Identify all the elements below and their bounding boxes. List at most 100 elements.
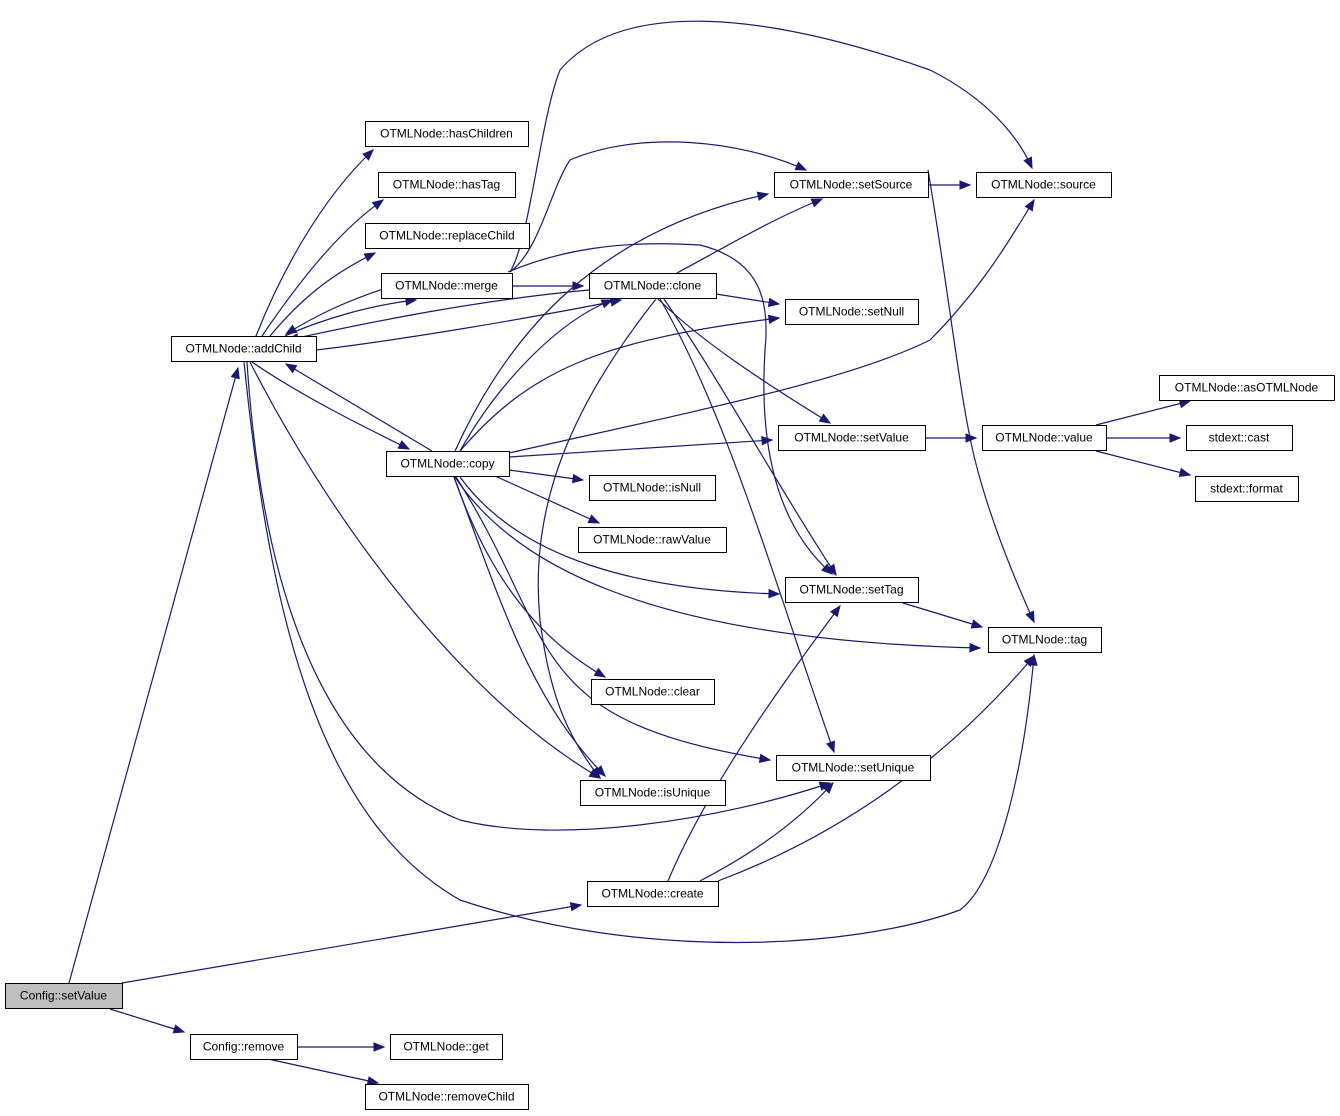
node-label: OTMLNode::setValue [794, 431, 909, 445]
node-setSource[interactable]: OTMLNode::setSource [774, 172, 929, 198]
edge-arrowhead [1023, 156, 1033, 170]
edge-copy-to-setValue [508, 435, 774, 458]
edge-arrowhead [230, 366, 240, 380]
edge-arrowhead [1025, 610, 1035, 624]
node-label: Config::setValue [20, 989, 107, 1003]
edge-setSource-to-source [928, 180, 972, 190]
edge-addChild-to-replaceChild [269, 252, 377, 337]
edge-line [284, 299, 417, 337]
node-label: OTMLNode::tag [1002, 633, 1087, 647]
edge-line [507, 243, 833, 575]
edge-arrowhead [284, 324, 298, 335]
edge-arrowhead [593, 667, 607, 678]
edge-arrowhead [959, 180, 972, 190]
node-box [1195, 476, 1299, 502]
edge-arrowhead [363, 252, 377, 262]
node-label: OTMLNode::merge [395, 279, 498, 293]
edge-line [267, 1058, 379, 1084]
node-label: OTMLNode::setSource [790, 178, 913, 192]
edge-layer [68, 20, 1192, 1086]
edge-line [508, 469, 584, 481]
edge-clone-to-setUnique [659, 298, 835, 754]
edge-setValue-to-value [925, 433, 978, 443]
node-addChild[interactable]: OTMLNode::addChild [171, 336, 317, 362]
node-setValueCfg[interactable]: Config::setValue [5, 983, 123, 1009]
edge-addChild-to-hasTag [261, 199, 385, 337]
node-label: OTMLNode::setUnique [792, 761, 915, 775]
edge-arrowhead [965, 433, 978, 443]
edge-line [927, 169, 1035, 623]
edge-line [453, 476, 606, 777]
edge-line [251, 361, 410, 450]
node-tag[interactable]: OTMLNode::tag [988, 627, 1102, 653]
edge-line [315, 299, 622, 351]
node-format[interactable]: stdext::format [1195, 476, 1299, 502]
node-isUnique[interactable]: OTMLNode::isUnique [580, 780, 726, 806]
edge-arrowhead [571, 473, 585, 484]
node-source[interactable]: OTMLNode::source [976, 172, 1112, 198]
node-hasChildren[interactable]: OTMLNode::hasChildren [365, 121, 529, 147]
edge-merge-to-setSource [509, 141, 808, 273]
edge-arrowhead [969, 643, 982, 653]
edge-line [508, 439, 773, 458]
edge-arrowhead [589, 766, 601, 780]
node-clone[interactable]: OTMLNode::clone [589, 273, 717, 299]
edge-copy-to-addChild [284, 363, 433, 452]
edge-copy-to-rawValue [494, 475, 601, 524]
node-box [982, 425, 1107, 451]
node-setNull[interactable]: OTMLNode::setNull [785, 299, 919, 325]
node-setUnique[interactable]: OTMLNode::setUnique [776, 755, 931, 781]
edge-arrowhead [767, 314, 781, 324]
node-hasTag[interactable]: OTMLNode::hasTag [378, 172, 516, 198]
node-isNull[interactable]: OTMLNode::isNull [589, 475, 716, 501]
node-setValue[interactable]: OTMLNode::setValue [778, 425, 926, 451]
edge-arrowhead [822, 782, 834, 794]
node-removeChild[interactable]: OTMLNode::removeChild [365, 1084, 529, 1110]
node-cast[interactable]: stdext::cast [1186, 425, 1293, 451]
edge-arrowhead [609, 297, 623, 307]
edge-line [243, 361, 1035, 944]
node-box [988, 627, 1102, 653]
edge-copy-to-setTag [459, 476, 781, 599]
edge-setValueCfg-to-create [121, 902, 583, 984]
edge-setValueCfg-to-remove [109, 1008, 186, 1034]
node-box [381, 273, 513, 299]
edge-copy-to-isNull [508, 469, 585, 484]
edge-copy-to-clone [459, 299, 614, 452]
edge-line [663, 298, 837, 576]
node-create[interactable]: OTMLNode::create [587, 881, 719, 907]
node-label: OTMLNode::removeChild [378, 1090, 514, 1104]
edge-line [68, 367, 239, 984]
edge-arrowhead [366, 1076, 380, 1086]
edge-create-to-setTag [667, 604, 841, 882]
edge-arrowhead [794, 161, 808, 171]
node-clear[interactable]: OTMLNode::clear [591, 679, 715, 705]
node-box [1159, 375, 1335, 401]
edge-clone-to-setTag [663, 298, 837, 577]
node-value[interactable]: OTMLNode::value [982, 425, 1107, 451]
edge-line [715, 293, 780, 305]
node-remove[interactable]: Config::remove [190, 1034, 298, 1060]
edge-arrowhead [284, 363, 298, 374]
node-box [774, 172, 929, 198]
edge-copy-to-clear [453, 476, 607, 678]
node-copy[interactable]: OTMLNode::copy [386, 451, 510, 477]
node-label: OTMLNode::rawValue [593, 533, 711, 547]
node-replaceChild[interactable]: OTMLNode::replaceChild [365, 223, 530, 249]
node-label: OTMLNode::setNull [799, 305, 904, 319]
node-setTag[interactable]: OTMLNode::setTag [785, 577, 919, 603]
node-get[interactable]: OTMLNode::get [390, 1034, 503, 1060]
node-rawValue[interactable]: OTMLNode::rawValue [578, 527, 727, 553]
edge-line [455, 476, 771, 761]
edge-arrowhead [1178, 467, 1192, 477]
node-box [1186, 425, 1293, 451]
node-box [778, 425, 926, 451]
edge-line [659, 298, 835, 753]
node-merge[interactable]: OTMLNode::merge [381, 273, 513, 299]
node-box [776, 755, 931, 781]
edge-line [459, 299, 613, 452]
node-asOTMLNode[interactable]: OTMLNode::asOTMLNode [1159, 375, 1335, 401]
edge-arrowhead [1169, 433, 1182, 443]
edge-arrowhead [829, 604, 841, 618]
